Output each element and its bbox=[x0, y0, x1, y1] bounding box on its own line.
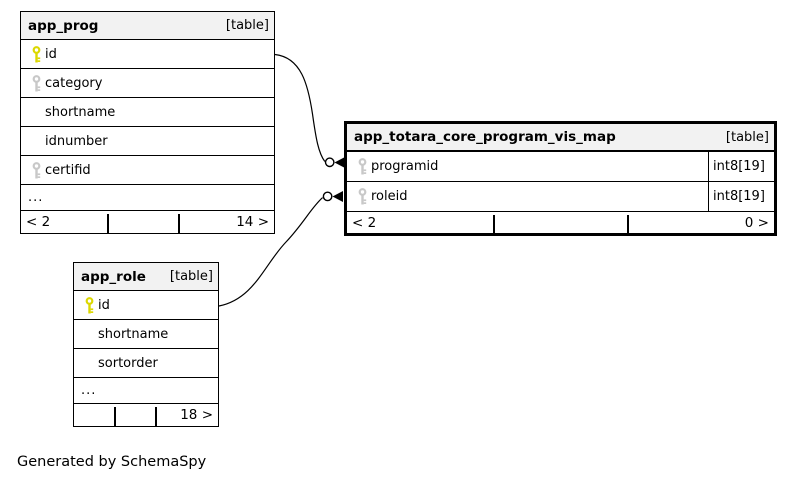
column-row-id: id bbox=[74, 291, 218, 320]
column-name: id bbox=[45, 46, 57, 62]
table-footer: 18 > bbox=[74, 404, 218, 426]
column-row-certifid: certifid bbox=[21, 156, 274, 185]
column-row-idnumber: idnumber bbox=[21, 127, 274, 156]
footer-rows-count[interactable]: 14 > bbox=[236, 214, 269, 230]
edge-arrowhead-icon bbox=[332, 191, 343, 202]
column-type: int8[19] bbox=[708, 152, 774, 181]
column-row-roleid: roleid int8[19] bbox=[347, 182, 774, 212]
table-footer: < 2 0 > bbox=[347, 212, 774, 233]
table-header: app_totara_core_program_vis_map [table] bbox=[347, 124, 774, 152]
column-row-shortname: shortname bbox=[74, 320, 218, 349]
column-name: sortorder bbox=[98, 355, 158, 371]
primary-key-icon bbox=[31, 45, 42, 63]
edge-open-dot-icon bbox=[324, 157, 335, 168]
footer-rows-count[interactable]: 18 > bbox=[180, 407, 213, 423]
column-name: id bbox=[98, 297, 110, 313]
foreign-key-icon bbox=[357, 188, 368, 205]
footer-divider bbox=[178, 214, 180, 233]
ellipsis-label: ... bbox=[81, 383, 97, 398]
footer-children-count[interactable]: < 2 bbox=[26, 214, 51, 230]
generated-by-label: Generated by SchemaSpy bbox=[17, 454, 207, 470]
column-row-sortorder: sortorder bbox=[74, 349, 218, 378]
table-type-tag: [table] bbox=[725, 129, 769, 145]
table-type-tag: [table] bbox=[225, 18, 269, 33]
column-row-id: id bbox=[21, 40, 274, 69]
table-name: app_prog bbox=[28, 17, 99, 34]
column-row-programid: programid int8[19] bbox=[347, 152, 774, 182]
table-header: app_prog [table] bbox=[21, 12, 274, 40]
column-name: shortname bbox=[45, 104, 116, 120]
column-name: shortname bbox=[98, 326, 169, 342]
foreign-key-icon bbox=[31, 161, 42, 179]
foreign-key-icon bbox=[31, 74, 42, 92]
column-name: category bbox=[45, 75, 103, 91]
footer-rows-count[interactable]: 0 > bbox=[744, 214, 769, 231]
more-columns-row: ... bbox=[21, 185, 274, 211]
ellipsis-label: ... bbox=[28, 190, 44, 205]
table-type-tag: [table] bbox=[169, 269, 213, 284]
table-name: app_role bbox=[81, 268, 146, 285]
column-name: idnumber bbox=[45, 133, 108, 149]
column-type: int8[19] bbox=[708, 182, 774, 211]
column-name: certifid bbox=[45, 162, 91, 178]
table-header: app_role [table] bbox=[74, 263, 218, 291]
table-node-app-prog[interactable]: app_prog [table] id category shortname i… bbox=[20, 11, 275, 234]
table-node-app-role[interactable]: app_role [table] id shortname sortorder … bbox=[73, 262, 219, 427]
table-node-app-totara-core-program-vis-map[interactable]: app_totara_core_program_vis_map [table] … bbox=[344, 121, 777, 236]
footer-divider bbox=[493, 215, 495, 233]
column-name: programid bbox=[371, 159, 439, 174]
footer-divider bbox=[114, 407, 116, 426]
column-name: roleid bbox=[371, 189, 408, 204]
foreign-key-icon bbox=[357, 158, 368, 175]
edge-app-prog-id-to-programid bbox=[274, 53, 345, 168]
footer-divider bbox=[627, 215, 629, 233]
more-columns-row: ... bbox=[74, 378, 218, 404]
column-row-shortname: shortname bbox=[21, 98, 274, 127]
footer-divider bbox=[155, 407, 157, 426]
column-row-category: category bbox=[21, 69, 274, 98]
primary-key-icon bbox=[84, 296, 95, 314]
table-footer: < 2 14 > bbox=[21, 211, 274, 233]
edge-open-dot-icon bbox=[322, 191, 333, 202]
footer-parents-count[interactable]: < 2 bbox=[352, 214, 377, 231]
footer-divider bbox=[107, 214, 109, 233]
table-name: app_totara_core_program_vis_map bbox=[354, 129, 616, 145]
